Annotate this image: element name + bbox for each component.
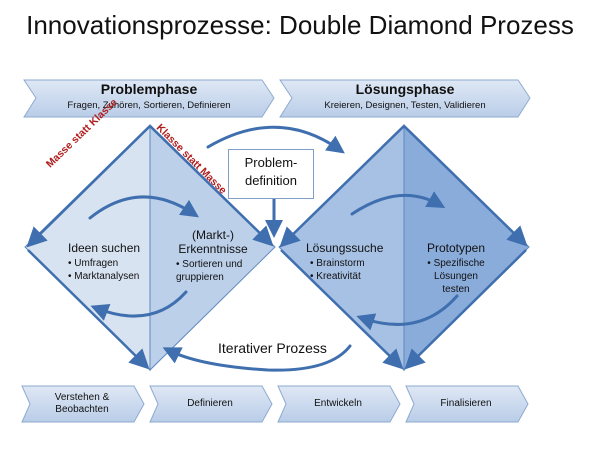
- page-title: Innovationsprozesse: Double Diamond Proz…: [26, 10, 574, 40]
- edge-arrow-7: [404, 249, 527, 370]
- iterative-process-label: Iterativer Prozess: [218, 340, 327, 356]
- step-chevron-4: [405, 385, 529, 423]
- problem-definition-line2: definition: [244, 173, 298, 188]
- transition-arc: [206, 125, 345, 154]
- edge-arrow-3: [27, 249, 150, 370]
- loesungsphase-chevron: [279, 79, 531, 118]
- bullet-list: Umfragen Marktanalysen: [68, 257, 148, 283]
- quadrant-heading: Prototypen: [426, 241, 486, 255]
- problem-definition-box: Problem- definition: [228, 149, 314, 199]
- bullet-item: Sortieren und gruppieren: [176, 258, 254, 284]
- phase-title-solution: Lösungsphase: [355, 81, 455, 97]
- quadrant-heading-2: Erkenntnisse: [178, 242, 248, 256]
- step-label-line2: Beobachten: [55, 404, 109, 415]
- cycle-arrow-2b: [356, 294, 459, 331]
- edge-arrow-2: [149, 125, 274, 247]
- iterative-arc: [162, 344, 352, 372]
- phase-title-problem: Problemphase: [100, 81, 198, 97]
- step-chevron-2: [149, 385, 273, 423]
- phase-subtitle-solution: Kreieren, Designen, Testen, Validieren: [324, 100, 486, 111]
- cycle-arrow-1b: [90, 290, 188, 321]
- step-label-line1: Finalisieren: [440, 398, 492, 409]
- quadrant-loesungssuche: Lösungssuche Brainstorm Kreativität: [306, 241, 396, 283]
- edge-arrow-6: [280, 249, 404, 370]
- step-label-line1: Definieren: [187, 398, 233, 409]
- phase-subtitle-problem: Fragen, Zuhören, Sortieren, Definieren: [67, 100, 231, 111]
- step-entwickeln: Entwickeln: [282, 398, 394, 410]
- edge-arrow-1: [26, 125, 151, 248]
- bullet-item: Marktanalysen: [68, 270, 148, 283]
- quadrant-heading: Ideen suchen: [68, 241, 141, 255]
- problem-definition-line1: Problem-: [244, 155, 298, 170]
- quadrant-prototypen: Prototypen Spezifische Lösungen testen: [420, 241, 492, 296]
- bullet-item: Brainstorm: [310, 257, 396, 270]
- quadrant-heading: (Markt-): [192, 228, 234, 242]
- step-chevron-1: [21, 385, 145, 423]
- step-finalisieren: Finalisieren: [410, 398, 522, 410]
- cycle-arrow-2a: [350, 191, 446, 216]
- problemphase-chevron: [23, 79, 275, 118]
- bullet-list: Spezifische Lösungen testen: [420, 257, 492, 296]
- bullet-item: Kreativität: [310, 270, 396, 283]
- quadrant-ideen-suchen: Ideen suchen Umfragen Marktanalysen: [68, 241, 148, 283]
- bullet-item: Umfragen: [68, 257, 148, 270]
- bullet-list: Sortieren und gruppieren: [172, 258, 254, 284]
- step-definieren: Definieren: [154, 398, 266, 410]
- step-chevron-3: [277, 385, 401, 423]
- edge-arrow-5: [279, 125, 405, 248]
- bullet-item: Spezifische Lösungen testen: [420, 257, 492, 296]
- edge-arrow-4: [403, 125, 528, 247]
- step-label-line1: Entwickeln: [314, 398, 362, 409]
- cycle-arrow-1a: [88, 195, 199, 220]
- step-label-line1: Verstehen &: [54, 392, 110, 403]
- step-verstehen: Verstehen & Beobachten: [26, 392, 138, 416]
- quadrant-markt-erkenntnisse: (Markt-) Erkenntnisse Sortieren und grup…: [172, 228, 254, 284]
- bullet-list: Brainstorm Kreativität: [306, 257, 396, 283]
- quadrant-heading: Lösungssuche: [306, 241, 384, 255]
